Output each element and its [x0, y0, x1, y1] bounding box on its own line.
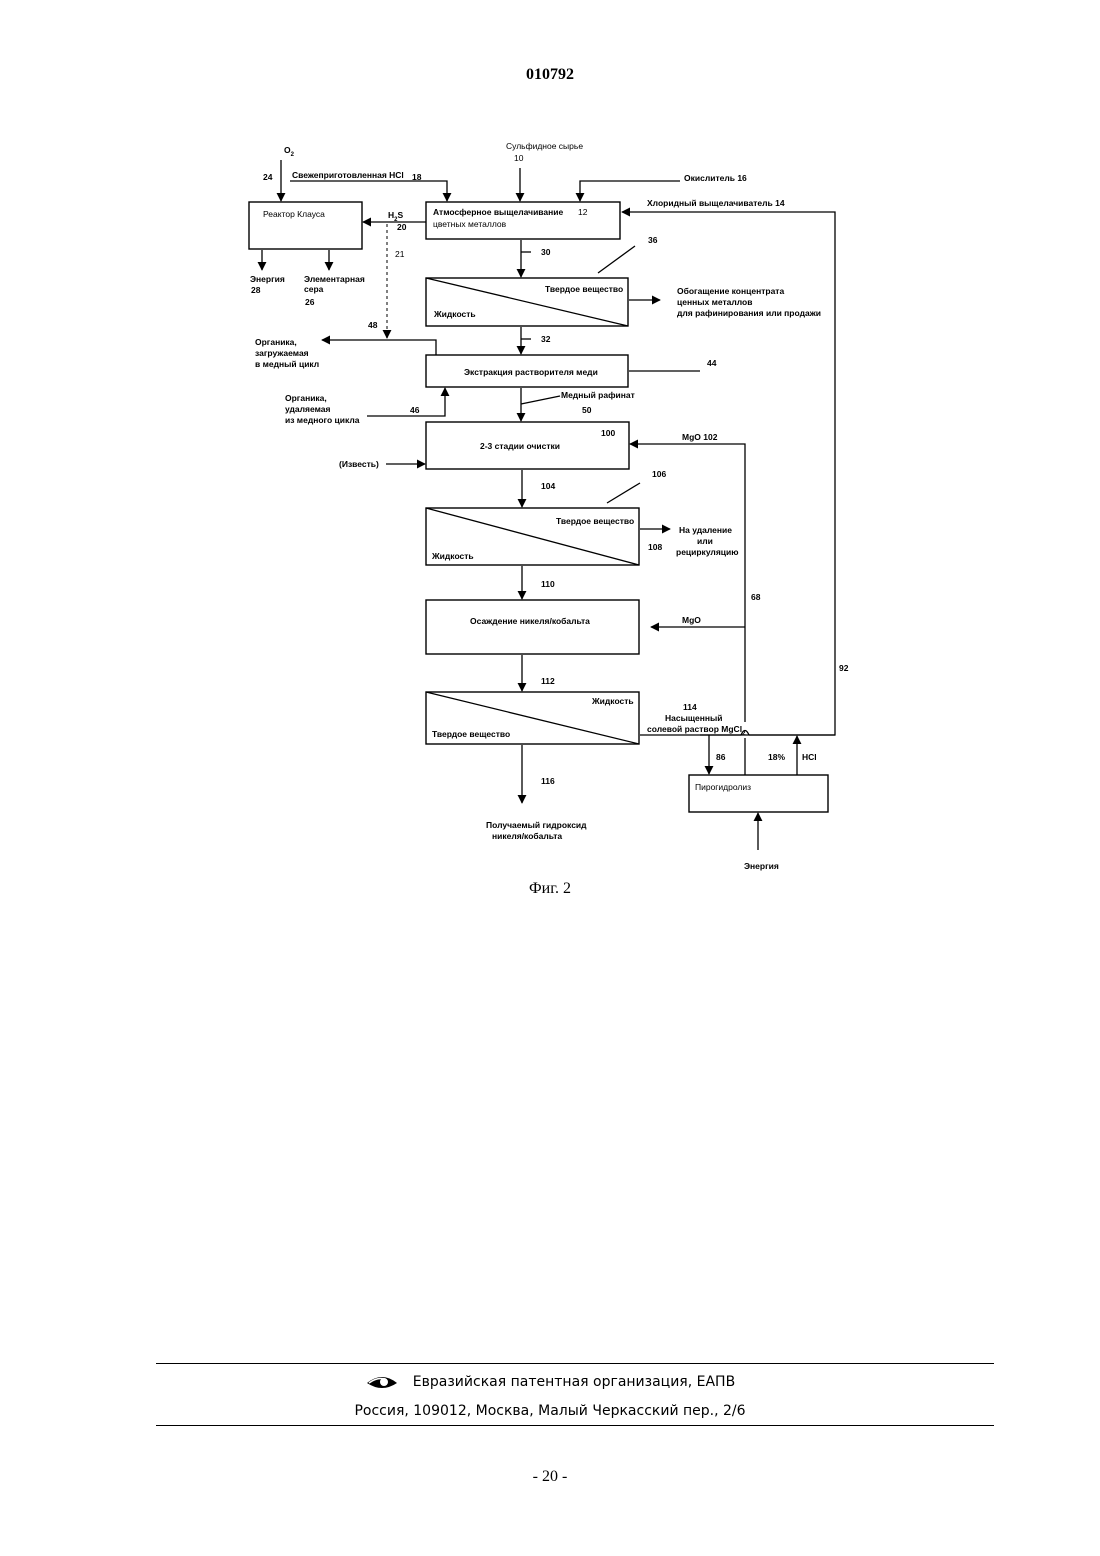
label-18: 18 — [412, 172, 422, 182]
label-46: 46 — [410, 405, 420, 415]
label-108: 108 — [648, 542, 662, 552]
organic-removed-arrow — [367, 388, 445, 416]
label-21: 21 — [395, 249, 405, 259]
purification-number: 100 — [601, 428, 615, 438]
footer-bottom-rule — [156, 1425, 994, 1426]
label-concentrate-1: Обогащение концентрата — [677, 286, 784, 296]
leader-36 — [598, 246, 635, 273]
label-lime: (Известь) — [339, 459, 379, 469]
label-44: 44 — [707, 358, 717, 368]
label-116: 116 — [541, 776, 555, 786]
figure-caption: Фиг. 2 — [0, 880, 1100, 898]
label-sulfur-1: Элементарная — [304, 274, 365, 284]
separator-2-solid-label: Твердое вещество — [556, 516, 634, 526]
label-104: 104 — [541, 481, 555, 491]
separator-1-solid-label: Твердое вещество — [545, 284, 623, 294]
separator-3-liquid-label: Жидкость — [591, 696, 634, 706]
organic-loaded-arrow — [322, 340, 436, 355]
footer-top-rule — [156, 1363, 994, 1364]
label-oxidant: Окислитель 16 — [684, 173, 747, 183]
label-concentrate-3: для рафинирования или продажи — [677, 308, 821, 318]
label-organic-in-1: Органика, — [255, 337, 297, 347]
purification-label: 2-3 стадии очистки — [480, 441, 560, 451]
label-energy-bottom: Энергия — [744, 861, 779, 871]
label-chloride-leach: Хлоридный выщелачиватель 14 — [647, 198, 785, 208]
label-sulfide-raw: Сульфидное сырье — [506, 141, 583, 151]
label-organic-out-2: удаляемая — [285, 404, 331, 414]
label-organic-in-2: загружаемая — [255, 348, 309, 358]
label-organic-out-3: из медного цикла — [285, 415, 360, 425]
label-106: 106 — [652, 469, 666, 479]
fresh-hcl-arrow — [290, 181, 447, 201]
label-30: 30 — [541, 247, 551, 257]
leaching-label-1: Атмосферное выщелачивание — [433, 207, 563, 217]
label-energy-28-1: Энергия — [250, 274, 285, 284]
label-product-2: никеля/кобальта — [492, 831, 562, 841]
label-sulfur-2: сера — [304, 284, 324, 294]
page-number: - 20 - — [0, 1468, 1100, 1486]
label-mgo-102: MgO 102 — [682, 432, 718, 442]
label-organic-out-1: Органика, — [285, 393, 327, 403]
mgo-102-arrow — [630, 444, 745, 722]
label-o2: O2 — [284, 145, 295, 158]
label-18pct: 18% — [768, 752, 785, 762]
label-fresh-hcl: Свежеприготовленная HCl — [292, 170, 404, 180]
label-92: 92 — [839, 663, 849, 673]
label-hcl: HCl — [802, 752, 817, 762]
label-sulfur-3: 26 — [305, 297, 315, 307]
label-product-1: Получаемый гидроксид — [486, 820, 587, 830]
pyrohydrolysis-box — [689, 775, 828, 812]
label-50: 50 — [582, 405, 592, 415]
label-10: 10 — [514, 153, 524, 163]
label-raffinate: Медный рафинат — [561, 390, 635, 400]
process-flow-diagram: Реактор Клауса Атмосферное выщелачивание… — [0, 0, 1100, 900]
footer-org-text: Евразийская патентная организация, ЕАПВ — [413, 1374, 735, 1390]
label-48: 48 — [368, 320, 378, 330]
label-20: 20 — [397, 222, 407, 232]
label-68: 68 — [751, 592, 761, 602]
label-32: 32 — [541, 334, 551, 344]
label-concentrate-2: ценных металлов — [677, 297, 752, 307]
footer-organization: Евразийская патентная организация, ЕАПВ — [0, 1373, 1100, 1391]
copper-extraction-label: Экстракция растворителя меди — [464, 367, 598, 377]
separator-1-liquid-label: Жидкость — [433, 309, 476, 319]
label-36: 36 — [648, 235, 658, 245]
label-disposal-1: На удаление — [679, 525, 732, 535]
leaching-label-2: цветных металлов — [433, 219, 507, 229]
leader-106 — [607, 483, 640, 503]
label-disposal-2: или — [697, 536, 713, 546]
label-86: 86 — [716, 752, 726, 762]
label-brine-1: Насыщенный — [665, 713, 723, 723]
ni-co-precipitation-label: Осаждение никеля/кобальта — [470, 616, 590, 626]
ni-co-precipitation-box — [426, 600, 639, 654]
label-energy-28-2: 28 — [251, 285, 261, 295]
label-112: 112 — [541, 676, 555, 686]
eapo-logo-icon — [365, 1373, 399, 1391]
label-24: 24 — [263, 172, 273, 182]
label-organic-in-3: в медный цикл — [255, 359, 319, 369]
label-disposal-3: рециркуляцию — [676, 547, 739, 557]
label-mgo: MgO — [682, 615, 701, 625]
claus-reactor-label: Реактор Клауса — [263, 209, 325, 219]
separator-2-liquid-label: Жидкость — [431, 551, 474, 561]
leaching-number: 12 — [578, 207, 588, 217]
footer-address: Россия, 109012, Москва, Малый Черкасский… — [0, 1403, 1100, 1419]
pyrohydrolysis-label: Пирогидролиз — [695, 782, 751, 792]
separator-3-solid-label: Твердое вещество — [432, 729, 510, 739]
label-114: 114 — [683, 702, 697, 712]
stream-50-tick — [521, 396, 560, 404]
label-110: 110 — [541, 579, 555, 589]
